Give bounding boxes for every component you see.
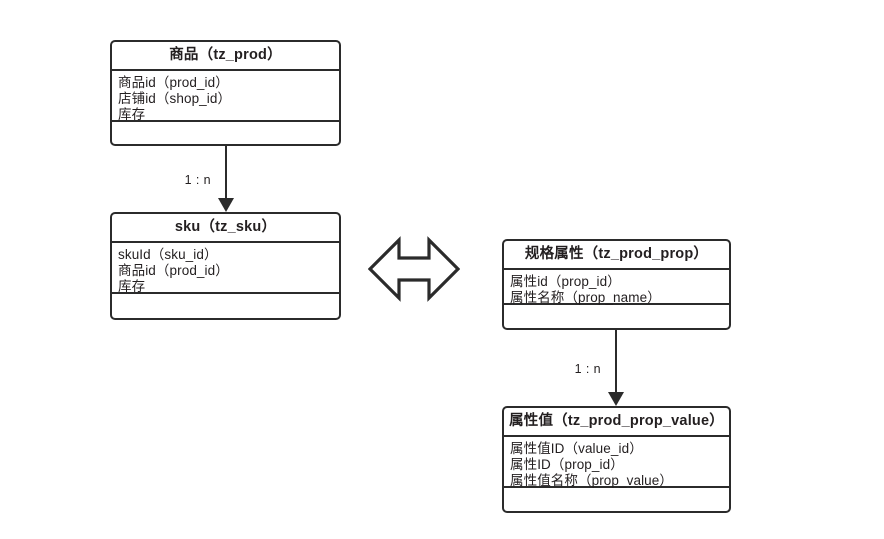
connector-arrowhead <box>608 392 624 406</box>
entity-footer-tz-prod-prop-value <box>504 488 729 511</box>
field-row: 商品id（prod_id） <box>118 75 229 90</box>
field-row: 属性ID（prop_id） <box>510 457 624 472</box>
entity-footer-tz-sku <box>112 294 339 318</box>
bidirectional-arrow-icon <box>367 234 461 304</box>
entity-tz-prod-prop[interactable]: 规格属性（tz_prod_prop） 属性id（prop_id） 属性名称（pr… <box>502 239 731 330</box>
entity-fields-tz-prod-prop-value: 属性值ID（value_id） 属性ID（prop_id） 属性值名称（prop… <box>504 437 729 488</box>
entity-fields-tz-sku: skuId（sku_id） 商品id（prod_id） 库存 <box>112 243 339 294</box>
entity-fields-tz-prod-prop: 属性id（prop_id） 属性名称（prop_name） <box>504 270 729 305</box>
entity-header-tz-prod: 商品（tz_prod） <box>112 42 339 71</box>
field-row: 属性名称（prop_name） <box>510 290 661 305</box>
field-row: skuId（sku_id） <box>118 247 218 262</box>
entity-header-tz-sku: sku（tz_sku） <box>112 214 339 243</box>
entity-footer-tz-prod <box>112 122 339 144</box>
connector-label-prod-to-sku: 1 : n <box>184 173 211 187</box>
connector-line <box>225 146 227 198</box>
entity-tz-prod[interactable]: 商品（tz_prod） 商品id（prod_id） 店铺id（shop_id） … <box>110 40 341 146</box>
entity-header-tz-prod-prop: 规格属性（tz_prod_prop） <box>504 241 729 270</box>
connector-line <box>615 330 617 392</box>
field-row: 库存 <box>118 279 146 294</box>
connector-prod-to-sku <box>218 146 234 212</box>
field-row: 属性值名称（prop_value） <box>510 473 674 488</box>
entity-fields-tz-prod: 商品id（prod_id） 店铺id（shop_id） 库存 <box>112 71 339 122</box>
field-row: 属性值ID（value_id） <box>510 441 643 456</box>
connector-arrowhead <box>218 198 234 212</box>
field-row: 商品id（prod_id） <box>118 263 229 278</box>
field-row: 库存 <box>118 107 146 122</box>
connector-label-prop-to-prop-value: 1 : n <box>574 362 601 376</box>
entity-tz-prod-prop-value[interactable]: 属性值（tz_prod_prop_value） 属性值ID（value_id） … <box>502 406 731 513</box>
connector-prop-to-prop-value <box>608 330 624 406</box>
entity-footer-tz-prod-prop <box>504 305 729 328</box>
entity-tz-sku[interactable]: sku（tz_sku） skuId（sku_id） 商品id（prod_id） … <box>110 212 341 320</box>
field-row: 属性id（prop_id） <box>510 274 621 289</box>
entity-header-tz-prod-prop-value: 属性值（tz_prod_prop_value） <box>504 408 729 437</box>
field-row: 店铺id（shop_id） <box>118 91 232 106</box>
